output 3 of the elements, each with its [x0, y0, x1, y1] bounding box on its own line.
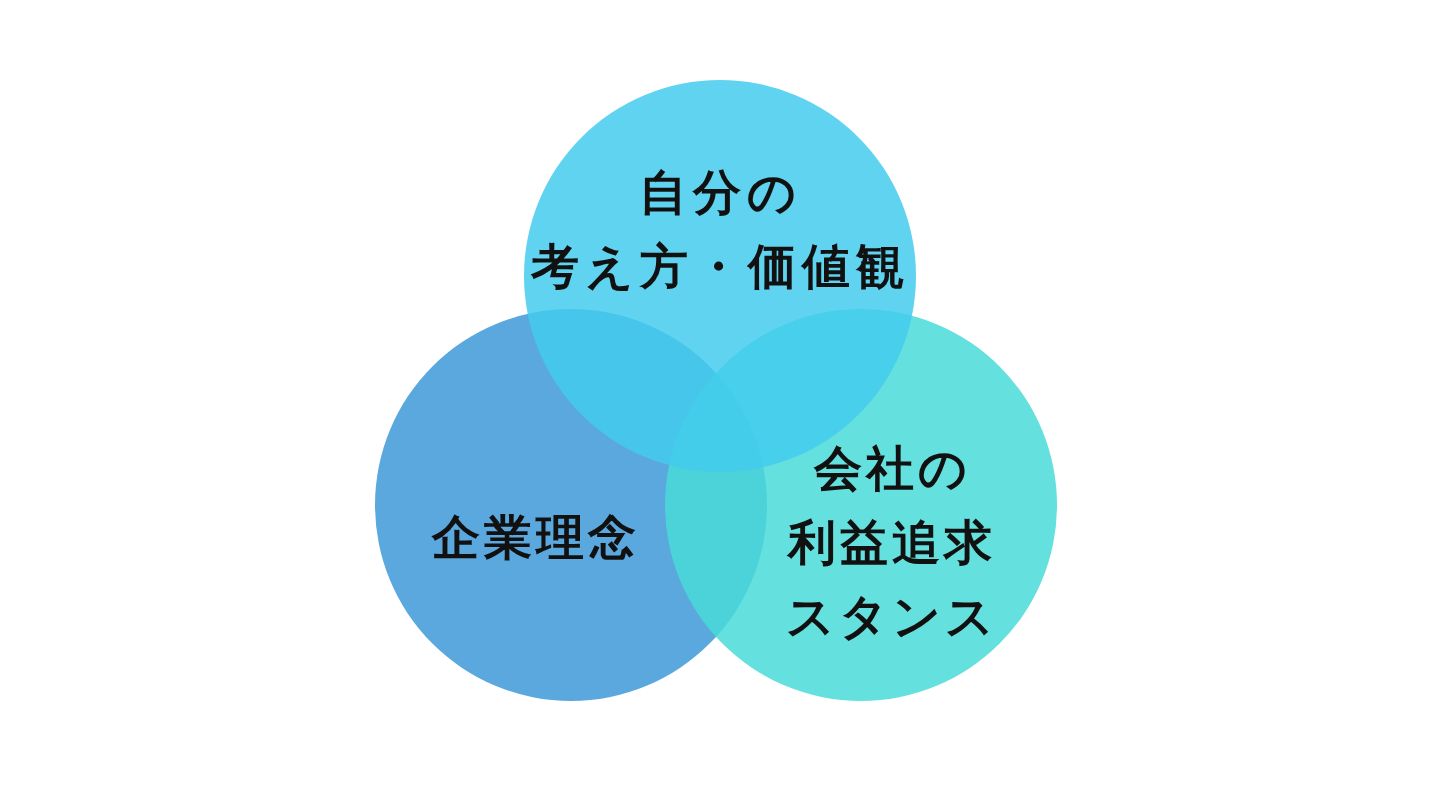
circle-label: 自分の考え方・価値観: [530, 163, 910, 296]
circle-label: 企業理念: [432, 508, 640, 567]
circle-label: 会社の利益追求スタンス: [786, 439, 998, 646]
